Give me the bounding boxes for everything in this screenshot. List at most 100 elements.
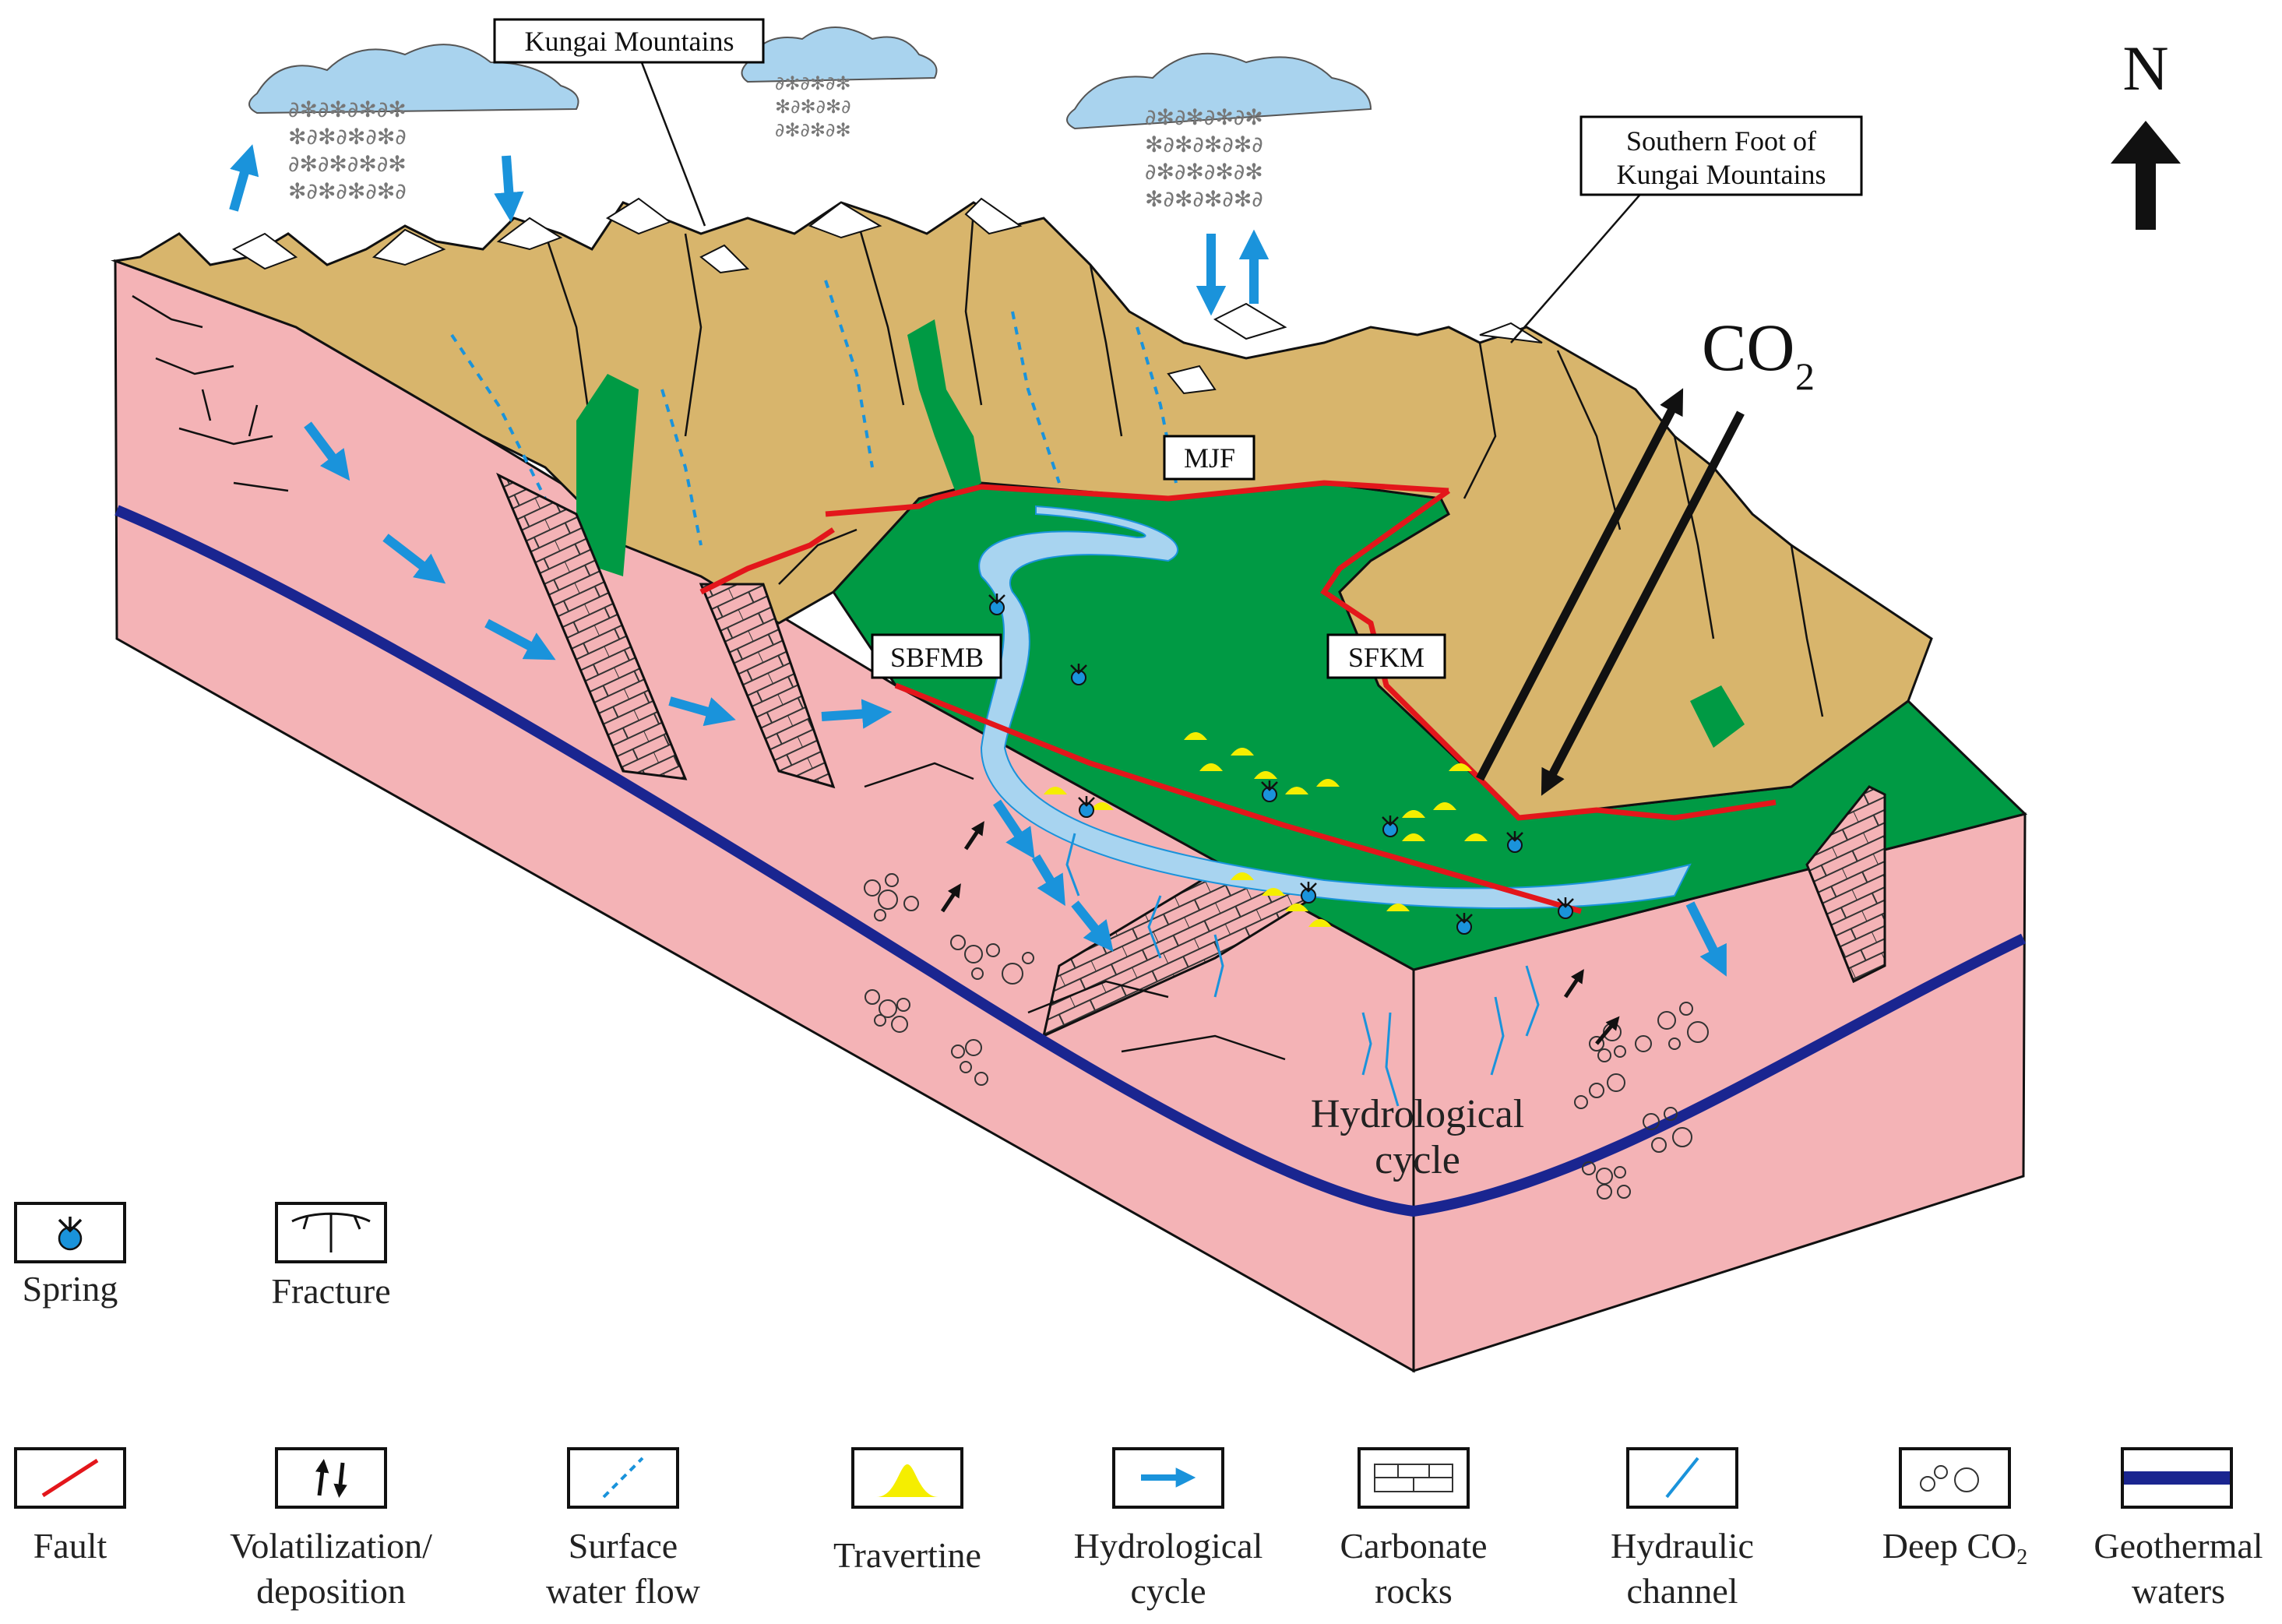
spring-icon: [1382, 816, 1399, 837]
svg-text:cycle: cycle: [1130, 1571, 1206, 1611]
label-hydrological-cycle: Hydrological cycle: [1311, 1092, 1524, 1182]
spring-icon: [1300, 882, 1317, 904]
carbonate-icon: [1374, 1464, 1453, 1492]
svg-text:Carbonate: Carbonate: [1340, 1526, 1487, 1566]
label-sfkm: SFKM: [1326, 633, 1446, 679]
svg-text:∂✻∂✻∂✻: ∂✻∂✻∂✻: [775, 72, 851, 94]
svg-text:channel: channel: [1626, 1571, 1738, 1611]
carbonate-rocks-left-1: [496, 472, 688, 780]
svg-text:Kungai Mountains: Kungai Mountains: [1617, 159, 1826, 190]
svg-text:2: 2: [1795, 354, 1815, 398]
svg-text:✻∂✻∂✻∂✻∂: ✻∂✻∂✻∂✻∂: [1145, 132, 1263, 157]
snow-caps: [231, 197, 1543, 395]
north-arrow: N: [2111, 33, 2181, 230]
hydraulic-channels: [1065, 833, 1540, 1107]
label-mjf: MJF: [1163, 435, 1255, 481]
svg-text:N: N: [2122, 33, 2168, 104]
svg-text:✻∂✻∂✻∂✻∂: ✻∂✻∂✻∂✻∂: [288, 124, 407, 150]
cloud-1: ∂✻∂✻∂✻∂✻ ✻∂✻∂✻∂✻∂ ∂✻∂✻∂✻∂✻ ✻∂✻∂✻∂✻∂: [248, 44, 579, 204]
hydrological-cycle-arrows: [229, 144, 1727, 977]
legend-fault: Fault: [14, 1447, 126, 1566]
southern-foot-leader-line: [1510, 190, 1644, 343]
spring-icon: [988, 594, 1005, 615]
faults: [699, 480, 1777, 914]
spring-icon: [1557, 897, 1574, 919]
hydraulic-channel-icon: [1665, 1457, 1699, 1499]
co2-arrows: [1476, 388, 1745, 796]
svg-text:CO: CO: [1702, 310, 1794, 385]
fractures-left-face: [132, 294, 1286, 1061]
svg-text:Fracture: Fracture: [271, 1271, 390, 1311]
svg-text:SBFMB: SBFMB: [890, 642, 984, 673]
svg-text:rocks: rocks: [1375, 1571, 1453, 1611]
volatilization-icon: [315, 1459, 347, 1498]
svg-text:Southern Foot of: Southern Foot of: [1626, 125, 1816, 157]
travertine-icon: [876, 1464, 939, 1497]
svg-text:✻∂✻∂✻∂: ✻∂✻∂✻∂: [775, 96, 851, 118]
green-gully-right: [1690, 685, 1745, 748]
cloud-2: ∂✻∂✻∂✻ ✻∂✻∂✻∂ ∂✻∂✻∂✻: [741, 26, 938, 141]
green-gully-left: [576, 374, 639, 576]
carbonate-rocks-center: [1041, 871, 1319, 1038]
svg-text:Hydrological: Hydrological: [1074, 1526, 1263, 1566]
svg-text:Geothermal: Geothermal: [2094, 1526, 2263, 1566]
svg-text:Hydraulic: Hydraulic: [1611, 1526, 1754, 1566]
svg-text:Spring: Spring: [23, 1269, 118, 1309]
river: [978, 505, 1692, 909]
label-southern-foot: Southern Foot of Kungai Mountains: [1579, 115, 1863, 196]
fracture-icon: [291, 1212, 371, 1252]
svg-text:Fault: Fault: [33, 1526, 107, 1566]
svg-text:Deep CO2: Deep CO2: [1882, 1526, 2027, 1569]
co2-bubbles-icon: [1920, 1465, 1979, 1492]
deep-co2-bubbles: [864, 873, 1709, 1200]
geothermal-waters-band: [114, 505, 2027, 1217]
spring-icon: [1078, 796, 1095, 818]
svg-text:deposition: deposition: [256, 1571, 406, 1611]
svg-text:∂✻∂✻∂✻∂✻: ∂✻∂✻∂✻∂✻: [288, 151, 407, 177]
north-arrow-icon: [2111, 121, 2181, 230]
green-gully-mid: [907, 319, 981, 498]
legend-geothermal-waters: Geothermal waters: [2094, 1447, 2263, 1611]
svg-text:Travertine: Travertine: [833, 1535, 981, 1575]
svg-text:Surface: Surface: [569, 1526, 678, 1566]
svg-text:✻∂✻∂✻∂✻∂: ✻∂✻∂✻∂✻∂: [1145, 186, 1263, 212]
cloud-3: ∂✻∂✻∂✻∂✻ ✻∂✻∂✻∂✻∂ ∂✻∂✻∂✻∂✻ ✻∂✻∂✻∂✻∂: [1066, 52, 1372, 212]
surface-water-icon: [602, 1457, 644, 1499]
svg-text:Hydrological: Hydrological: [1311, 1092, 1524, 1136]
volatilization-arrows: [940, 821, 1620, 1045]
legend: Spring Fracture Fault Volatilization/ de…: [14, 1202, 2263, 1611]
spring-icon: [1261, 780, 1278, 802]
legend-hydrological-cycle: Hydrological cycle: [1074, 1447, 1263, 1611]
svg-text:water flow: water flow: [546, 1571, 701, 1611]
svg-text:Volatilization/: Volatilization/: [230, 1526, 432, 1566]
carbonate-rocks-left-2: [699, 583, 836, 789]
spring-icon: [58, 1217, 83, 1251]
travertine-deposits: [1044, 732, 1488, 927]
svg-text:∂✻∂✻∂✻∂✻: ∂✻∂✻∂✻∂✻: [288, 97, 407, 122]
spring-icon: [1506, 831, 1523, 853]
geothermal-icon: [2124, 1471, 2230, 1485]
springs: [988, 594, 1574, 935]
fault-icon: [41, 1458, 99, 1498]
legend-surface-water: Surface water flow: [546, 1447, 701, 1611]
legend-volatilization: Volatilization/ deposition: [230, 1447, 432, 1611]
svg-text:waters: waters: [2132, 1571, 2225, 1611]
svg-text:∂✻∂✻∂✻∂✻: ∂✻∂✻∂✻∂✻: [1145, 159, 1263, 185]
carbonate-rocks-right: [1805, 785, 1886, 984]
mountain-ridge-lines: [544, 210, 1824, 717]
label-co2: CO 2: [1702, 310, 1815, 398]
svg-text:SFKM: SFKM: [1348, 642, 1424, 673]
kungai-leader-line: [637, 54, 706, 227]
label-sbfmb: SBFMB: [871, 633, 1002, 679]
svg-text:MJF: MJF: [1184, 442, 1235, 474]
surface-water-dashes: [450, 280, 1178, 546]
svg-text:∂✻∂✻∂✻: ∂✻∂✻∂✻: [775, 119, 851, 141]
spring-icon: [1456, 913, 1473, 935]
legend-carbonate: Carbonate rocks: [1340, 1447, 1488, 1611]
label-kungai-mountains: Kungai Mountains: [493, 18, 765, 64]
legend-hydraulic-channel: Hydraulic channel: [1611, 1447, 1754, 1611]
legend-deep-co2: Deep CO2: [1882, 1447, 2027, 1569]
svg-text:✻∂✻∂✻∂✻∂: ✻∂✻∂✻∂✻∂: [288, 178, 407, 204]
svg-text:∂✻∂✻∂✻∂✻: ∂✻∂✻∂✻∂✻: [1145, 104, 1263, 130]
